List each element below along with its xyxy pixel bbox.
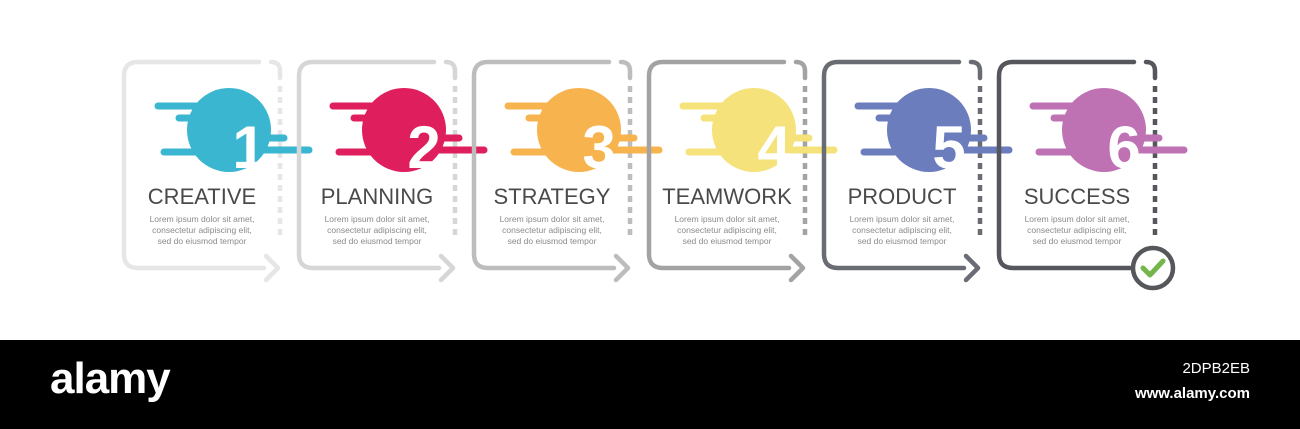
step-frame [996, 59, 1142, 271]
step-title: SUCCESS [1024, 184, 1130, 209]
step-description: sed do eiusmod tempor [158, 236, 247, 246]
arrow-right-icon [263, 253, 281, 283]
step-frame [821, 59, 967, 271]
step-description: consectetur adipiscing elit, [152, 225, 252, 235]
site-url: www.alamy.com [1134, 385, 1250, 402]
step-frame [121, 59, 267, 271]
step-description: Lorem ipsum dolor sit amet, [1025, 214, 1130, 224]
step-description: Lorem ipsum dolor sit amet, [500, 214, 605, 224]
frame-corner [268, 59, 283, 81]
checkmark-icon [1130, 245, 1176, 291]
step-description: sed do eiusmod tempor [1033, 236, 1122, 246]
number-badge [1062, 88, 1146, 172]
number-badge [887, 88, 971, 172]
number-badge [712, 88, 796, 172]
step-description: sed do eiusmod tempor [333, 236, 422, 246]
step-number: 3 [582, 114, 615, 181]
step-description: consectetur adipiscing elit, [502, 225, 602, 235]
step-description: consectetur adipiscing elit, [327, 225, 427, 235]
step-description: consectetur adipiscing elit, [852, 225, 952, 235]
step-frame [646, 59, 792, 271]
number-badge [362, 88, 446, 172]
step-description: Lorem ipsum dolor sit amet, [850, 214, 955, 224]
step-number: 1 [232, 114, 265, 181]
step-title: TEAMWORK [662, 184, 792, 209]
image-id: 2DPB2EB [1182, 360, 1250, 377]
frame-corner [618, 59, 633, 81]
step-number: 2 [407, 114, 440, 181]
arrow-right-icon [788, 253, 806, 283]
number-badge [537, 88, 621, 172]
frame-corner [968, 59, 983, 81]
number-badge [187, 88, 271, 172]
step-description: consectetur adipiscing elit, [677, 225, 777, 235]
arrow-right-icon [438, 253, 456, 283]
step-number: 4 [757, 114, 791, 181]
step-frame [471, 59, 617, 271]
step-description: Lorem ipsum dolor sit amet, [675, 214, 780, 224]
step-number: 6 [1107, 114, 1140, 181]
step-title: PLANNING [321, 184, 433, 209]
step-title: PRODUCT [848, 184, 957, 209]
watermark-footer: alamy 2DPB2EB www.alamy.com [0, 340, 1300, 429]
brand-logo: alamy [50, 354, 171, 403]
step-number: 5 [932, 114, 965, 181]
step-description: sed do eiusmod tempor [858, 236, 947, 246]
arrow-right-icon [613, 253, 631, 283]
frame-corner [443, 59, 458, 81]
step-title: CREATIVE [148, 184, 256, 209]
frame-corner [1143, 59, 1158, 81]
step-description: sed do eiusmod tempor [683, 236, 772, 246]
step-description: consectetur adipiscing elit, [1027, 225, 1127, 235]
arrow-right-icon [963, 253, 981, 283]
step-frame [296, 59, 442, 271]
frame-corner [793, 59, 808, 81]
step-description: Lorem ipsum dolor sit amet, [325, 214, 430, 224]
step-description: Lorem ipsum dolor sit amet, [150, 214, 255, 224]
step-title: STRATEGY [494, 184, 611, 209]
step-description: sed do eiusmod tempor [508, 236, 597, 246]
